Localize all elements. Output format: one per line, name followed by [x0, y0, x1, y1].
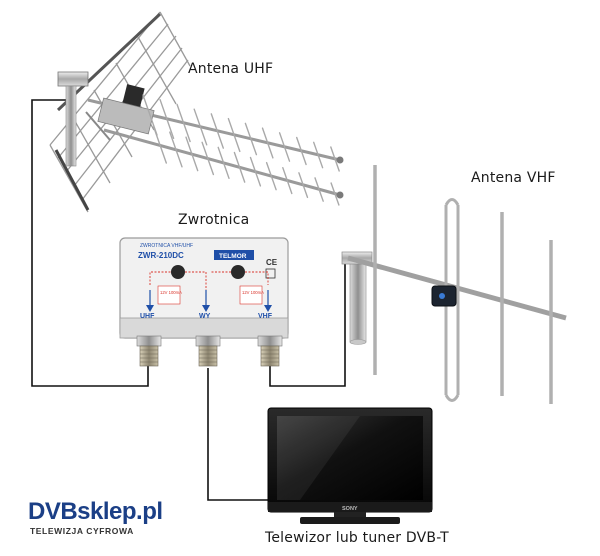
- label-tv: Telewizor lub tuner DVB-T: [265, 530, 449, 546]
- cable-uhf-to-combiner: [31, 99, 149, 387]
- uhf-antenna-illustration: [49, 11, 344, 213]
- combiner-port-out: WY: [199, 313, 211, 320]
- combiner-port-uhf: UHF: [140, 313, 155, 320]
- cable-combiner-to-tv: [207, 368, 268, 501]
- uhf-director-element: [261, 127, 274, 159]
- uhf-director-element: [193, 108, 208, 146]
- uhf-director-element: [265, 161, 277, 191]
- logo-wordmark: DVBsklep.pl: [28, 498, 163, 526]
- uhf-director-element: [278, 132, 291, 162]
- combiner-brand-text: TELMOR: [219, 253, 247, 260]
- logo-sklep: sklep.pl: [77, 498, 163, 525]
- connector-out: [195, 335, 221, 367]
- uhf-director-element: [249, 156, 262, 187]
- uhf-director-element: [282, 166, 293, 195]
- logo-tagline: TELEWIZJA CYFROWA: [30, 526, 134, 536]
- combiner-spec-left: 12V 100mA: [160, 290, 182, 295]
- uhf-director-element: [313, 141, 324, 169]
- dvbsklep-logo: DVBsklep.pl TELEWIZJA CYFROWA: [28, 498, 163, 536]
- label-vhf-antenna: Antena VHF: [471, 170, 556, 186]
- label-combiner: Zwrotnica: [178, 212, 250, 228]
- connector-vhf: [257, 335, 283, 367]
- combiner-ce-text: CE: [266, 258, 278, 267]
- tv-illustration: SONY: [267, 407, 433, 524]
- uhf-director-element: [227, 117, 241, 153]
- logo-dvb: DVB: [28, 498, 78, 525]
- cables: [31, 99, 346, 501]
- combiner-spec-right: 12V 100mA: [242, 290, 264, 295]
- uhf-director-element: [176, 103, 191, 143]
- uhf-director-element: [330, 182, 340, 206]
- uhf-director-element: [152, 126, 168, 164]
- combiner-header-text: ZWROTNICA VHF/UHF: [140, 243, 193, 249]
- uhf-director-element: [201, 141, 215, 176]
- label-uhf-antenna: Antena UHF: [188, 61, 274, 77]
- combiner-port-vhf: VHF: [258, 313, 273, 320]
- combiner-device: ZWROTNICA VHF/UHF ZWR-210DC TELMOR CE 12…: [119, 237, 289, 367]
- uhf-director-element: [330, 146, 340, 172]
- cable-vhf-to-combiner: [269, 262, 346, 387]
- connector-uhf: [136, 335, 162, 367]
- uhf-director-element: [244, 122, 258, 156]
- uhf-director-element: [217, 146, 230, 180]
- uhf-director-element: [159, 98, 175, 140]
- uhf-director-element: [314, 177, 324, 202]
- uhf-director-element: [296, 136, 307, 166]
- tv-brand: SONY: [342, 506, 358, 512]
- uhf-director-element: [169, 131, 183, 168]
- uhf-director-element: [210, 113, 225, 149]
- uhf-directors: [142, 94, 340, 206]
- uhf-director-element: [298, 172, 309, 199]
- combiner-model-text: ZWR-210DC: [138, 251, 184, 260]
- uhf-director-element: [233, 151, 246, 183]
- vhf-antenna-illustration: [341, 165, 567, 404]
- uhf-director-element: [185, 136, 199, 172]
